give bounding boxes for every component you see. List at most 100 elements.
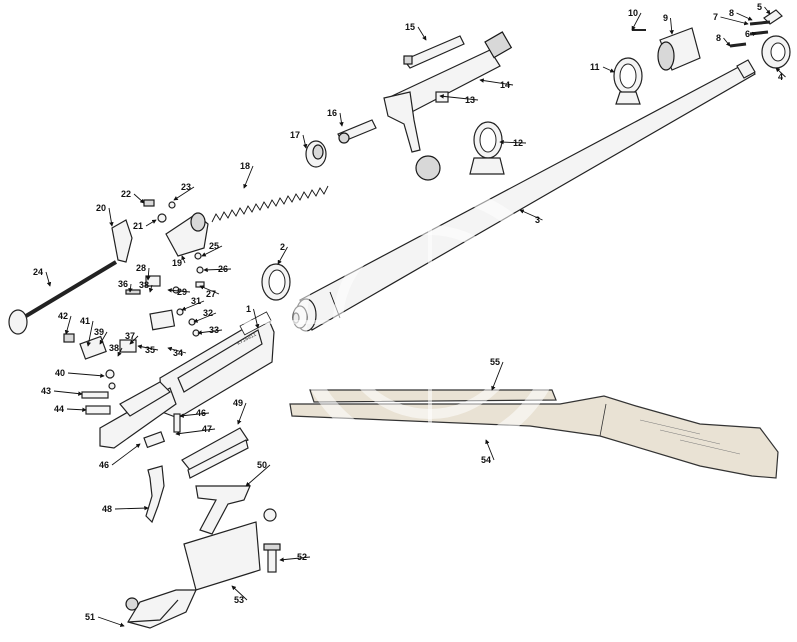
leader-line-44	[66, 407, 87, 413]
callout-label-35: 35	[145, 345, 155, 355]
safety-lever	[111, 219, 133, 263]
leader-line-11	[602, 66, 615, 73]
callout-label-51: 51	[85, 612, 95, 622]
receiver: KY16011	[159, 311, 275, 419]
callout-label-53: 53	[234, 595, 244, 605]
callout-label-19: 19	[172, 258, 182, 268]
leader-line-16	[339, 112, 344, 127]
leader-line-38	[148, 284, 154, 293]
leader-line-36	[128, 283, 133, 293]
leader-line-41	[86, 320, 94, 347]
leader-line-3	[519, 209, 543, 221]
callout-label-14: 14	[500, 80, 510, 90]
callout-label-29: 29	[177, 287, 187, 297]
callout-label-38: 38	[139, 280, 149, 290]
callout-label-38b: 38	[109, 343, 119, 353]
leader-line-21	[145, 219, 157, 227]
leader-line-42	[64, 315, 72, 335]
leader-line-54	[485, 439, 495, 461]
lower-band	[469, 121, 505, 175]
leader-line-19	[181, 255, 186, 264]
callout-label-34: 34	[173, 348, 183, 358]
trigger-guard	[125, 521, 261, 629]
callout-label-40: 40	[55, 368, 65, 378]
callout-label-50: 50	[257, 460, 267, 470]
leader-line-49	[237, 402, 247, 425]
leader-line-47	[175, 428, 216, 436]
long-pin	[8, 260, 118, 335]
callout-label-36: 36	[118, 279, 128, 289]
leader-line-38b	[117, 347, 123, 357]
leader-line-27	[199, 285, 220, 295]
leader-line-4	[775, 67, 786, 78]
callout-label-18: 18	[240, 161, 250, 171]
leader-line-43	[53, 390, 83, 396]
callout-label-54: 54	[481, 455, 491, 465]
callout-label-13: 13	[465, 95, 475, 105]
front-sight-cap	[761, 35, 791, 69]
callout-label-52: 52	[297, 552, 307, 562]
callout-label-26: 26	[218, 264, 228, 274]
leader-line-26	[203, 267, 232, 273]
leader-line-55	[491, 361, 504, 391]
callout-label-16: 16	[327, 108, 337, 118]
callout-label-8: 8	[729, 8, 734, 18]
callout-label-9: 9	[663, 13, 668, 23]
callout-label-11: 11	[590, 62, 600, 72]
callout-label-48: 48	[102, 504, 112, 514]
magazine-spring	[195, 485, 277, 535]
leader-line-39	[99, 331, 108, 345]
leader-line-22	[133, 193, 145, 204]
leader-line-28	[146, 267, 151, 281]
front-band	[632, 27, 701, 71]
callout-label-1: 1	[246, 304, 251, 314]
callout-label-5: 5	[757, 2, 762, 12]
mainspring	[211, 185, 329, 223]
callout-label-25: 25	[209, 241, 219, 251]
trigger	[145, 465, 165, 524]
callout-label-39: 39	[94, 327, 104, 337]
leader-line-53	[231, 585, 248, 601]
leader-line-8	[736, 12, 753, 21]
callout-label-2: 2	[280, 242, 285, 252]
callout-label-47: 47	[202, 424, 212, 434]
leader-line-37	[129, 335, 139, 345]
callout-label-8b: 8	[716, 33, 721, 43]
leader-line-52	[279, 556, 311, 562]
callout-label-31: 31	[191, 296, 201, 306]
leader-line-14	[479, 78, 514, 86]
small-parts-cluster	[125, 252, 205, 337]
leader-line-25	[201, 245, 223, 257]
leader-line-13	[439, 94, 479, 101]
leader-line-6	[751, 31, 757, 37]
leader-line-35	[137, 344, 159, 351]
guard-screw	[263, 543, 281, 573]
leader-line-51	[97, 616, 125, 627]
leader-line-23	[173, 186, 195, 201]
handguard	[309, 389, 557, 403]
callout-label-43: 43	[41, 386, 51, 396]
callout-label-10: 10	[628, 8, 638, 18]
callout-label-6: 6	[745, 29, 750, 39]
leader-line-2	[277, 246, 288, 265]
watermark-text: PERFORM	[360, 346, 484, 371]
bolt-handle	[383, 91, 449, 181]
leader-line-10	[631, 12, 642, 31]
callout-label-44: 44	[54, 404, 64, 414]
leader-line-32	[193, 312, 217, 323]
firing-pin	[337, 119, 377, 144]
leader-line-17	[302, 134, 308, 149]
leader-line-46b	[111, 443, 141, 466]
callout-label-55: 55	[490, 357, 500, 367]
leader-line-8b	[723, 37, 731, 47]
leader-line-12	[499, 139, 527, 145]
middle-band	[613, 57, 643, 105]
leader-line-24	[45, 271, 52, 287]
cocking-piece	[305, 140, 327, 168]
leader-line-34	[167, 346, 187, 354]
callout-label-28: 28	[136, 263, 146, 273]
callout-label-49: 49	[233, 398, 243, 408]
trigger-springs	[143, 413, 181, 449]
